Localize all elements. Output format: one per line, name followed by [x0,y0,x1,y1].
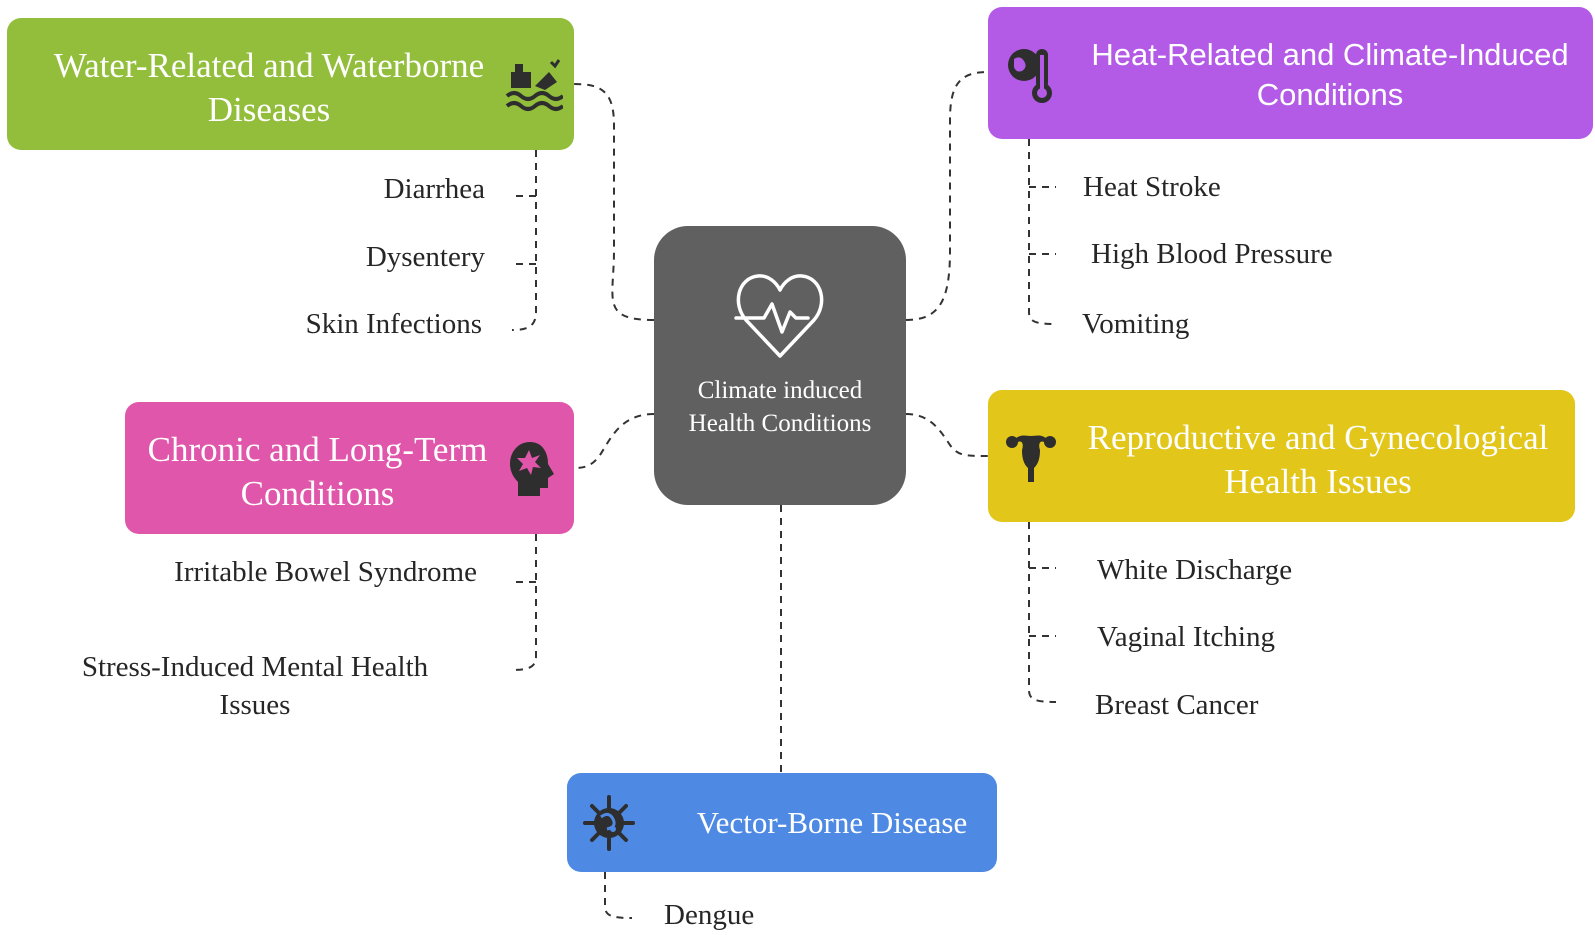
center-node: Climate induced Health Conditions [654,226,906,505]
uterus-icon [1006,435,1056,482]
branch-vector-label: Vector-Borne Disease [696,805,968,840]
branch-repro-label: Reproductive and Gynecological Health Is… [1073,416,1563,504]
center-title-line1: Climate induced [697,377,863,404]
leaf-white-discharge: White Discharge [1097,554,1293,586]
connector-center-chronic [573,413,655,469]
center-title-line2: Health Conditions [688,410,872,437]
head-burst-icon [510,442,554,496]
connector-vector-trunk [604,872,633,919]
branch-repro-line1: Reproductive and Gynecological [1087,418,1549,457]
leaf-stress-induced-mental-health: Stress-Induced Mental Health Issues [55,648,455,724]
virus-icon [583,795,635,851]
leaf-diarrhea: Diarrhea [383,173,485,205]
connector-heat-trunk [1028,139,1057,325]
connector-chronic-trunk [509,534,537,671]
leaf-stress-line2: Issues [219,689,291,721]
globe-thermometer-icon [1008,49,1052,103]
leaf-dysentery: Dysentery [365,241,485,273]
branch-chronic-line2: Conditions [240,474,395,513]
leaf-vomiting: Vomiting [1082,308,1190,340]
branch-chronic-long-term: Chronic and Long-Term Conditions [125,402,574,534]
branch-chronic-label: Chronic and Long-Term Conditions [135,428,500,516]
branch-water-related: Water-Related and Waterborne Diseases [7,18,574,150]
branch-repro-line2: Health Issues [1224,462,1412,501]
leaf-dengue: Dengue [664,899,755,931]
leaf-skin-infections: Skin Infections [305,308,482,340]
connector-center-heat [905,71,989,321]
leaf-breast-cancer: Breast Cancer [1095,689,1259,721]
branch-chronic-line1: Chronic and Long-Term [147,430,488,469]
branch-water-label: Water-Related and Waterborne Diseases [29,44,509,132]
connector-water-trunk [511,150,537,331]
leaf-stress-line1: Stress-Induced Mental Health [81,651,429,683]
branch-water-line1: Water-Related and Waterborne [53,46,485,85]
branch-vector-borne: Vector-Borne Disease [567,773,997,872]
branch-reproductive-gynecological: Reproductive and Gynecological Health Is… [988,390,1575,522]
center-title: Climate induced Health Conditions [654,374,906,440]
heartbeat-icon [734,274,824,358]
leaf-irritable-bowel-syndrome: Irritable Bowel Syndrome [174,556,477,588]
branch-water-line2: Diseases [207,90,331,129]
branch-heat-line2: Conditions [1256,77,1404,112]
flood-icon [505,59,563,111]
leaf-vaginal-itching: Vaginal Itching [1097,621,1275,653]
leaf-heat-stroke: Heat Stroke [1083,171,1221,203]
branch-heat-label: Heat-Related and Climate-Induced Conditi… [1080,35,1580,115]
branch-heat-line1: Heat-Related and Climate-Induced [1091,37,1569,72]
connector-center-repro [905,413,989,457]
branch-heat-related: Heat-Related and Climate-Induced Conditi… [988,7,1593,139]
connector-repro-trunk [1028,522,1057,703]
connector-center-water [573,83,655,321]
leaf-high-blood-pressure: High Blood Pressure [1091,238,1333,270]
